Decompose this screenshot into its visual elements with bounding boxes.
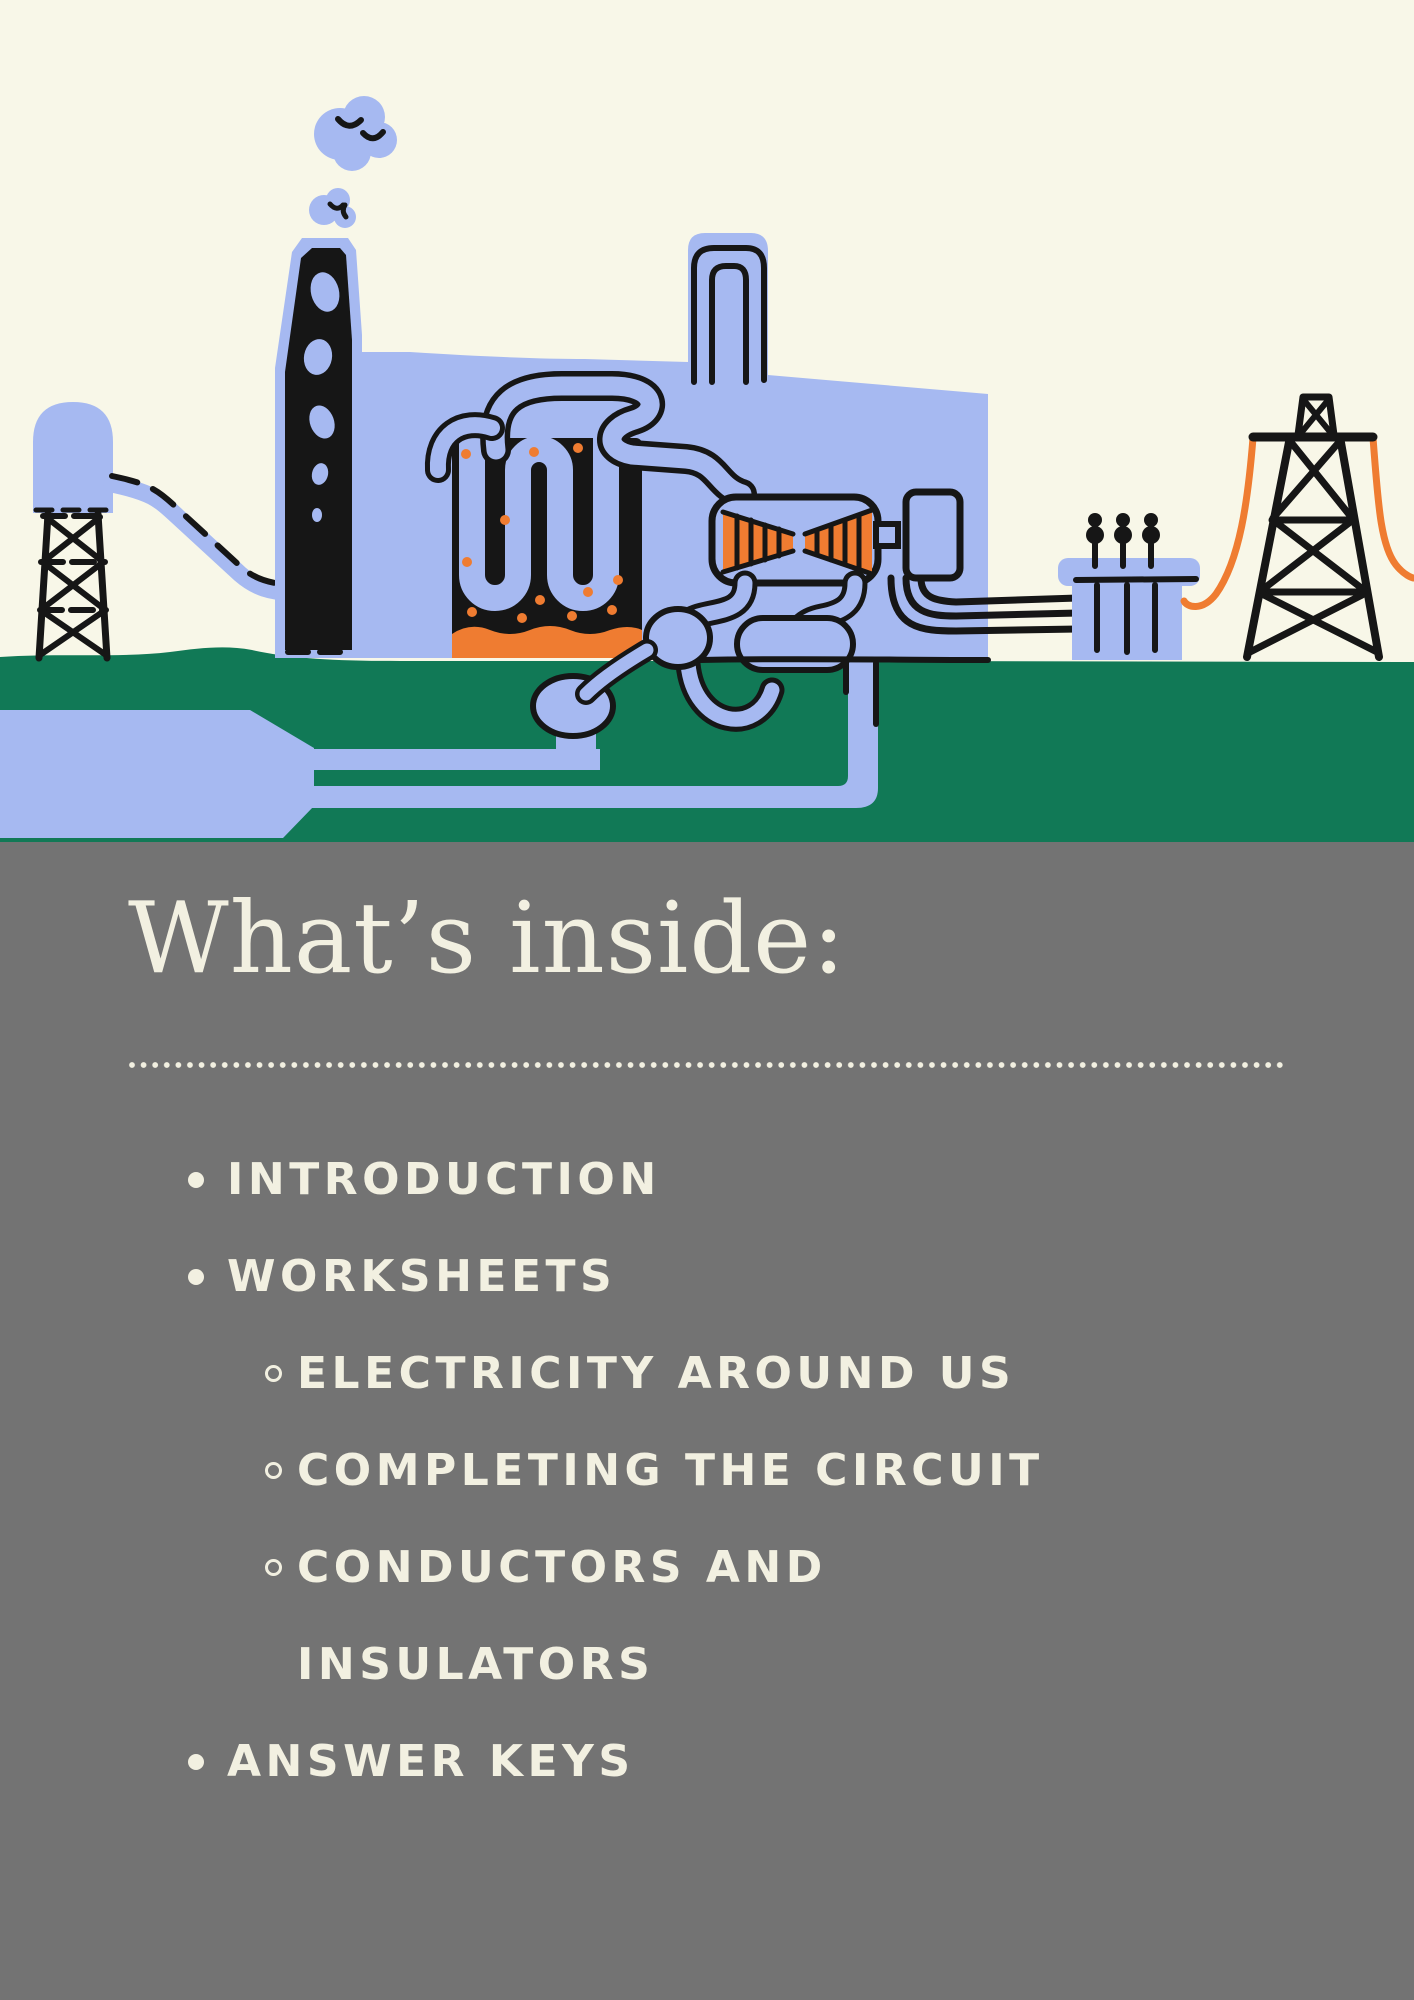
contents-list: INTRODUCTION WORKSHEETS ELECTRICITY AROU…: [128, 1131, 1414, 1810]
bullet-circle-icon: [265, 1461, 282, 1479]
steam-pipes: [424, 245, 767, 509]
list-item: ANSWER KEYS: [128, 1713, 1414, 1810]
condenser: [575, 570, 868, 705]
transmission-tower: [1243, 393, 1383, 661]
water-tower: [33, 402, 113, 662]
bullet-circle-icon: [265, 1364, 282, 1382]
turbine: [708, 493, 901, 587]
bushings: [1086, 513, 1160, 569]
generator: [902, 488, 964, 582]
hero-illustration: [0, 0, 1414, 842]
boiler: [452, 425, 642, 658]
list-item: CONDUCTORS AND INSULATORS: [128, 1519, 1127, 1713]
smoke-clouds: [309, 96, 397, 228]
bullet-dot-icon: [188, 1171, 204, 1188]
contents-section: What’s inside: INTRODUCTION WORKSHEETS E…: [0, 842, 1414, 1810]
list-item: COMPLETING THE CIRCUIT: [128, 1422, 1127, 1519]
list-item: WORKSHEETS: [128, 1228, 1414, 1325]
building-base-line: [697, 656, 991, 663]
furnace-fire: [452, 626, 642, 658]
transmission-lines: [1180, 434, 1414, 610]
power-wires: [887, 574, 1082, 635]
bullet-circle-icon: [265, 1558, 282, 1576]
list-item: ELECTRICITY AROUND US: [128, 1325, 1127, 1422]
bullet-dot-icon: [188, 1753, 204, 1770]
power-plant-illustration: [0, 0, 1414, 842]
dotted-divider: [128, 1060, 1286, 1069]
transformer: [1058, 513, 1200, 660]
list-item: INTRODUCTION: [128, 1131, 1414, 1228]
bullet-dot-icon: [188, 1268, 204, 1285]
chimney: [285, 248, 355, 655]
page-title: What’s inside:: [128, 882, 847, 996]
